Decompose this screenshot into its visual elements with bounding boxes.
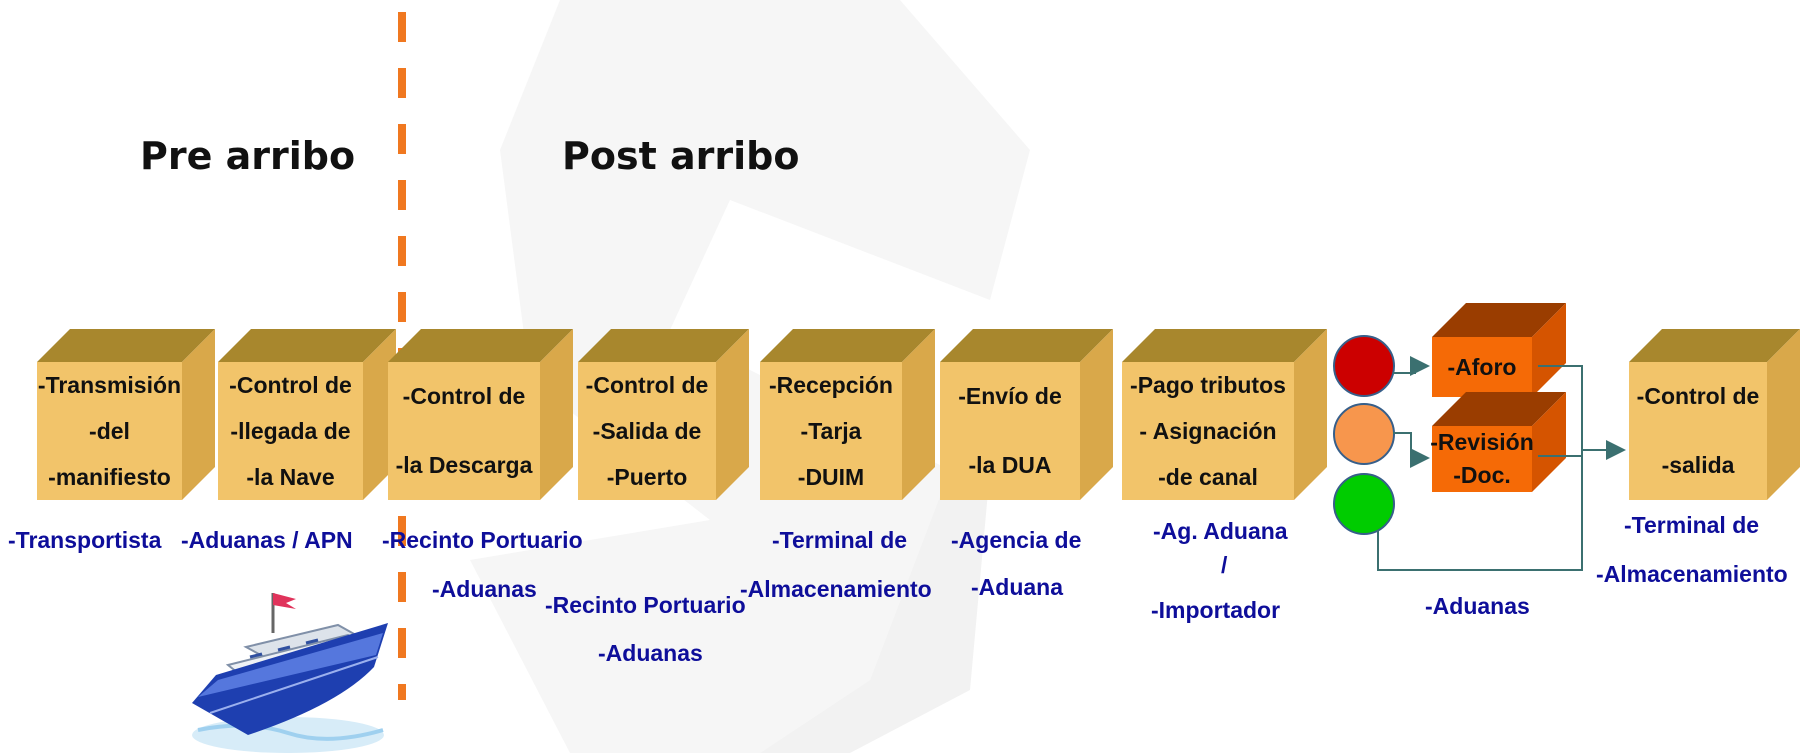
step-text-line: -DUIM [797, 463, 865, 490]
step-text-line: -llegada de [230, 417, 351, 444]
actor-slash: / [1221, 552, 1228, 578]
green-channel-light [1333, 473, 1395, 535]
aforo-to-salida-line [1538, 365, 1583, 450]
phase-label-post: Post arribo [562, 134, 800, 178]
actor-recinto-portuario-2: -Recinto Portuario [545, 592, 746, 618]
step-text-line: -Revisión [1430, 429, 1534, 455]
step-box-revision-doc: -Revisión -Doc. [1430, 392, 1566, 492]
actor-aduanas-2: -Aduanas [598, 640, 703, 666]
actor-aduanas-apn: -Aduanas / APN [181, 527, 353, 553]
orange-to-revision-arrow [1393, 432, 1430, 468]
step-text-line: -Envío de [958, 383, 1062, 409]
actor-agencia: -Agencia de [951, 527, 1082, 553]
actor-terminal-2: -Terminal de [1624, 512, 1760, 538]
ship-illustration [192, 593, 388, 753]
green-to-salida-line [1377, 450, 1583, 571]
step-text-line: -Doc. [1453, 462, 1511, 488]
step-text-line: -Control de [402, 383, 526, 409]
step-text-line: -Aforo [1447, 353, 1517, 380]
step-box-control-salida: -Control de -salida [1629, 329, 1800, 500]
step-box-recepcion-tarja-duim: -Recepción -Tarja -DUIM [760, 329, 935, 500]
actor-importador: -Importador [1151, 597, 1281, 623]
step-text-line: -Puerto [606, 463, 688, 490]
step-text-line: -Control de [229, 371, 352, 398]
actor-almacenamiento-1: -Almacenamiento [740, 576, 932, 602]
step-text-line: -manifiesto [48, 463, 171, 490]
actor-terminal-1: -Terminal de [772, 527, 908, 553]
step-text-line: -Control de [585, 371, 709, 398]
step-text-line: -del [89, 417, 130, 444]
actor-aduana: -Aduana [971, 574, 1063, 600]
step-box-transmision-manifiesto: -Transmisión -del -manifiesto [37, 329, 215, 500]
step-text-line: -de canal [1158, 463, 1258, 490]
step-text-line: -Pago tributos [1130, 371, 1286, 398]
step-text-line: -Tarja [800, 417, 862, 444]
actor-almacenamiento-2: -Almacenamiento [1596, 561, 1788, 587]
step-box-pago-tributos-asignacion: -Pago tributos - Asignación -de canal [1122, 329, 1327, 500]
phase-label-pre: Pre arribo [140, 134, 356, 178]
step-text-line: -la Descarga [395, 452, 533, 478]
actor-ag-aduana: -Ag. Aduana [1153, 518, 1288, 544]
step-box-control-descarga: -Control de -la Descarga [388, 329, 573, 500]
red-channel-light [1333, 335, 1395, 397]
red-to-aforo-arrow [1393, 356, 1430, 376]
actor-aduanas-3: -Aduanas [1425, 593, 1530, 619]
step-text-line: -Recepción [769, 371, 893, 398]
step-text-line: -Control de [1636, 383, 1760, 409]
actor-transportista: -Transportista [8, 527, 162, 553]
step-box-envio-dua: -Envío de -la DUA [940, 329, 1113, 500]
actor-recinto-portuario-1: -Recinto Portuario [382, 527, 583, 553]
step-box-control-salida-puerto: -Control de -Salida de -Puerto [578, 329, 749, 500]
step-text-line: -Salida de [592, 417, 702, 444]
step-text-line: - Asignación [1139, 417, 1277, 444]
step-text-line: -Transmisión [37, 371, 182, 398]
step-text-line: -salida [1661, 452, 1735, 478]
actor-aduanas-1: -Aduanas [432, 576, 537, 602]
watermark-logo [470, 0, 1030, 753]
step-box-control-llegada-nave: -Control de -llegada de -la Nave [218, 329, 396, 500]
step-box-aforo: -Aforo [1432, 303, 1566, 397]
revision-to-salida-arrow [1538, 440, 1626, 460]
step-text-line: -la DUA [968, 452, 1052, 478]
orange-channel-light [1333, 403, 1395, 465]
step-text-line: -la Nave [246, 463, 335, 490]
